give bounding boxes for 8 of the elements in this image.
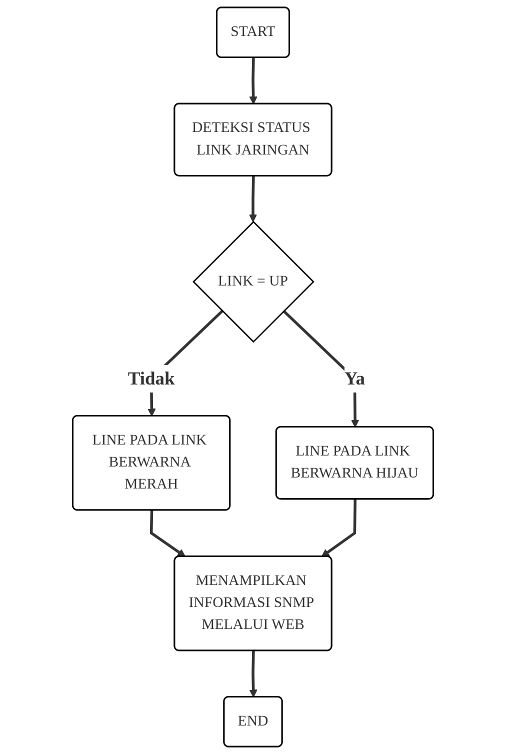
node-diamond: LINK = UP — [192, 220, 314, 343]
arrow — [249, 58, 258, 104]
arrow — [150, 510, 186, 558]
arrow — [249, 650, 258, 698]
edge-label: Tidak — [128, 368, 175, 389]
arrow — [321, 499, 357, 558]
edge-label: Ya — [344, 368, 365, 389]
arrow — [248, 176, 258, 222]
